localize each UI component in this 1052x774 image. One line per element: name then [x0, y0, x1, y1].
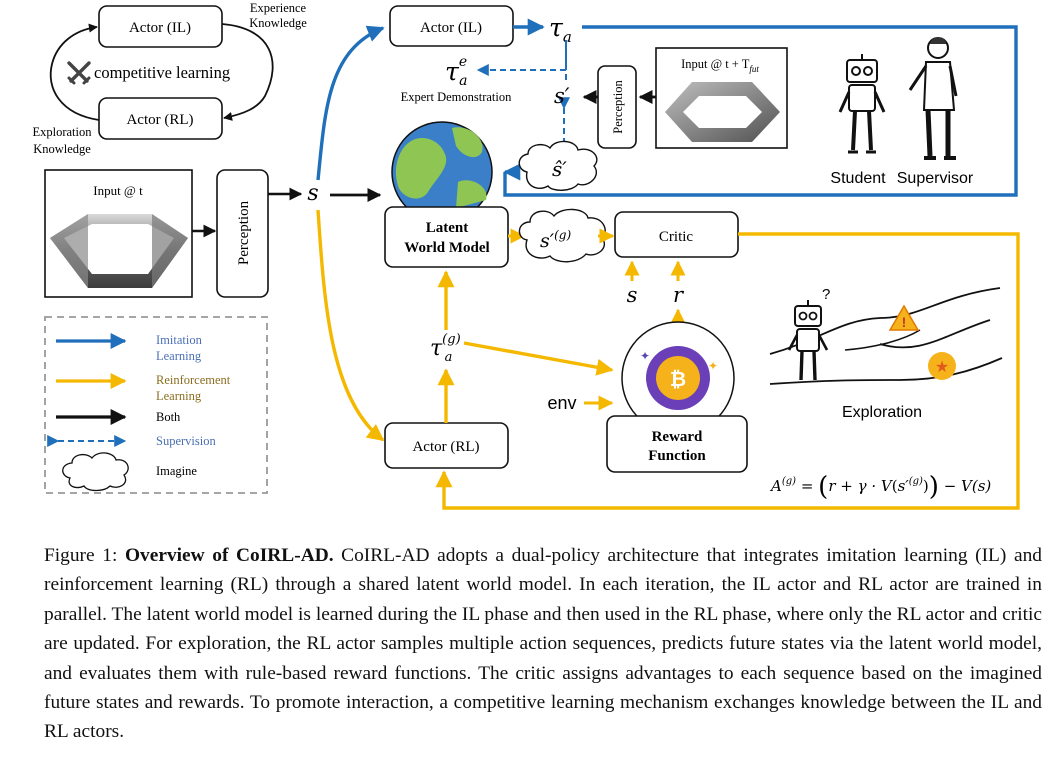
actor-rl-small-label: Actor (RL) [126, 112, 193, 128]
input-t-label: Input @ t [93, 183, 143, 198]
actor-rl-main-label: Actor (RL) [412, 439, 479, 455]
legend-cloud-icon [62, 452, 129, 492]
supervisor-person-icon [908, 37, 958, 160]
exploration-label-2: Knowledge [33, 142, 91, 156]
s-prime: s′ [554, 84, 570, 108]
tau-a: τa [549, 13, 572, 46]
advantage-formula: A(g) = (r + γ · V(s′(g))) − V(s) [769, 472, 991, 502]
caption-title: Overview of CoIRL-AD. [124, 545, 334, 566]
actor-il-main-label: Actor (IL) [420, 20, 482, 36]
reward-function-label-1: Reward [652, 429, 703, 445]
svg-text:✦: ✦ [640, 349, 650, 363]
competitive-learning-group: Actor (IL) Actor (RL) Experience Knowled… [32, 1, 307, 156]
figure-caption: Figure 1: Overview of CoIRL-AD. CoIRL-AD… [44, 541, 1042, 747]
s-prime-g: s′(g) [540, 228, 571, 252]
student-robot-icon [838, 54, 886, 154]
camera-surround-image [50, 214, 188, 288]
critic-input-r: r [673, 283, 685, 307]
imagined-sg-cloud: s′(g) [518, 208, 606, 263]
legend-reinforcement-label-1: Reinforcement [156, 373, 231, 387]
actor-rl-small-box [98, 97, 223, 140]
crossed-swords-icon [67, 61, 91, 85]
tau-g: τ(g)a [430, 332, 461, 365]
reinforcement-loop-line [435, 232, 1020, 510]
svg-text:✦: ✦ [708, 359, 718, 373]
future-camera-image [665, 82, 780, 142]
critic-label: Critic [659, 229, 694, 245]
legend-box [44, 316, 268, 494]
star-goal-icon: ★ [928, 352, 956, 380]
expert-demonstration-label: Expert Demonstration [401, 90, 512, 104]
caption-text: CoIRL-AD adopts a dual-policy architectu… [44, 545, 1042, 743]
legend-imitation-label-2: Learning [156, 349, 202, 363]
competitive-learning-label: competitive learning [94, 63, 230, 82]
explorer-robot-icon [787, 300, 829, 381]
perception-main-label: Perception [236, 200, 252, 265]
experience-label-1: Experience [250, 1, 307, 15]
world-globe-icon [391, 121, 493, 223]
tau-to-reward-arrow [463, 341, 614, 376]
s-hat-prime: ŝ′ [552, 157, 567, 181]
experience-label-2: Knowledge [249, 16, 307, 30]
student-label: Student [830, 170, 886, 187]
actor-il-small-label: Actor (IL) [129, 20, 191, 36]
exploration-scene: ! ★ ? [769, 286, 1003, 385]
legend-supervision-label: Supervision [156, 434, 216, 448]
perception-future-box [597, 65, 637, 149]
reward-function-box [606, 415, 748, 473]
exploration-label-1: Exploration [32, 125, 92, 139]
exploration-label: Exploration [842, 404, 922, 421]
env-label: env [547, 393, 576, 413]
legend-reinforcement-label-2: Learning [156, 389, 202, 403]
legend-imitation-label-1: Imitation [156, 333, 203, 347]
legend: Imitation Learning Reinforcement Learnin… [44, 316, 268, 494]
perception-future-label: Perception [611, 80, 625, 134]
world-model-box [384, 206, 509, 268]
exploration-arc [49, 23, 100, 121]
critic-input-s: s [627, 283, 638, 307]
warning-icon: ! [888, 304, 920, 331]
world-model-label-2: World Model [404, 240, 489, 256]
input-future-label: Input @ t + Tfut [681, 57, 759, 74]
svg-text:!: ! [902, 314, 907, 330]
s-to-actor-il-arrow [316, 25, 385, 181]
input-t-group: Input @ t [44, 169, 193, 298]
coin-symbol-icon: ₿ [670, 369, 686, 391]
reward-function-label-2: Function [648, 448, 706, 464]
legend-imagine-label: Imagine [156, 464, 197, 478]
legend-both-label: Both [156, 410, 181, 424]
supervisor-label: Supervisor [897, 170, 974, 187]
caption-label: Figure 1: [44, 545, 118, 566]
experience-arc [221, 23, 274, 121]
overview-figure: Actor (IL) Actor (RL) Experience Knowled… [32, 1, 1020, 510]
svg-text:★: ★ [935, 359, 949, 376]
perception-main-box [216, 169, 269, 298]
world-model-label-1: Latent [426, 220, 469, 236]
imagined-s-cloud: ŝ′ [518, 140, 598, 191]
imitation-loop-line [503, 25, 1018, 197]
s-to-actor-rl-arrow [316, 209, 385, 442]
state-s: s [307, 181, 318, 206]
actor-il-small-box [98, 5, 223, 48]
question-mark: ? [822, 286, 830, 303]
